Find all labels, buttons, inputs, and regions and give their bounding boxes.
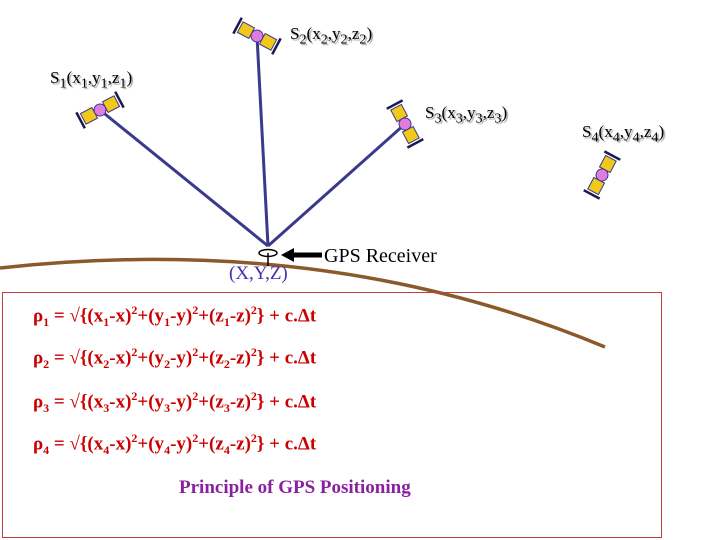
satellite-icon-s2	[232, 17, 282, 55]
equation-2: ρ2 = √{(x2-x)2+(y2-y)2+(z2-z)2} + c.Δt	[33, 345, 317, 372]
satellite-label-s2: S2(x2,y2,z2)	[290, 24, 373, 48]
satellite-label-s1: S1(x1,y1,z1)	[50, 68, 133, 92]
signal-ray-s2	[255, 35, 270, 247]
receiver-label: GPS Receiver	[324, 245, 437, 267]
receiver-antenna-icon	[258, 248, 278, 266]
equation-3: ρ3 = √{(x3-x)2+(y3-y)2+(z3-z)2} + c.Δt	[33, 389, 317, 416]
satellite-icon-s1	[75, 91, 125, 129]
satellite-icon-s3	[386, 99, 424, 149]
equation-1: ρ1 = √{(x1-x)2+(y1-y)2+(z1-z)2} + c.Δt	[33, 303, 317, 330]
satellite-icon-s4	[583, 150, 621, 200]
signal-ray-s1	[99, 108, 269, 248]
equations-panel: ρ1 = √{(x1-x)2+(y1-y)2+(z1-z)2} + c.Δt ρ…	[2, 292, 662, 538]
satellite-label-s3: S3(x3,y3,z3)	[425, 103, 508, 127]
signal-ray-s3	[267, 122, 406, 248]
diagram-caption: Principle of GPS Positioning	[179, 477, 411, 498]
equation-4: ρ4 = √{(x4-x)2+(y4-y)2+(z4-z)2} + c.Δt	[33, 431, 317, 458]
receiver-arrow	[281, 248, 322, 262]
receiver-coordinates: (X,Y,Z)	[229, 263, 288, 284]
earth-surface	[0, 257, 606, 349]
satellite-label-s4: S4(x4,y4,z4)	[582, 122, 665, 146]
